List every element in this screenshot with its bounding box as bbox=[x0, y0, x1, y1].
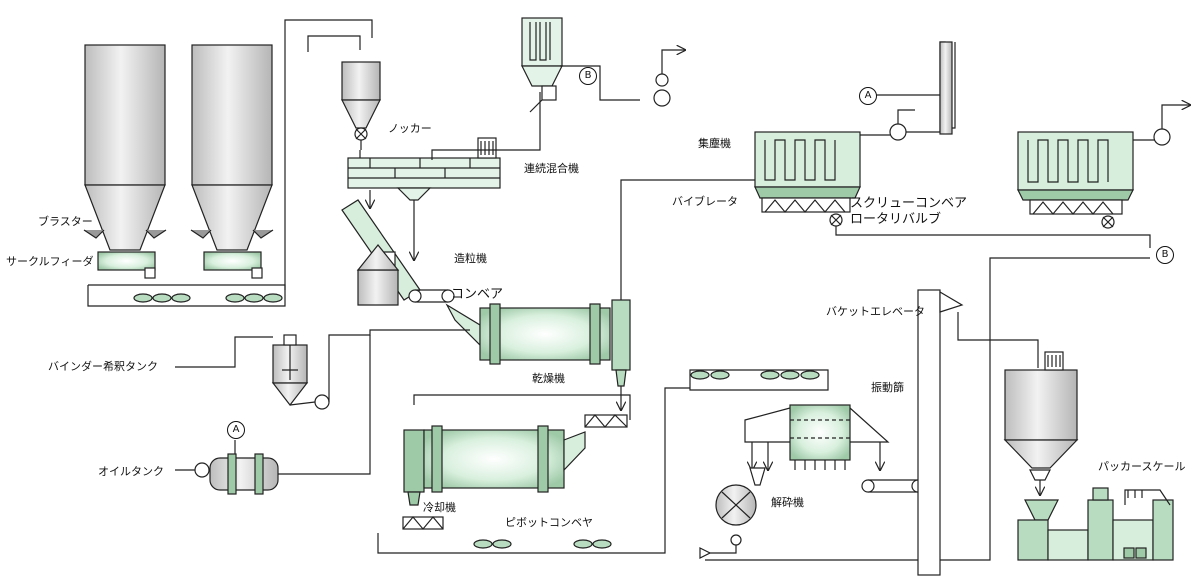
dust-collector-label: 集塵機 bbox=[698, 137, 731, 150]
pivot-conveyor bbox=[377, 369, 829, 554]
granulator-label: 造粒機 bbox=[454, 252, 487, 265]
dust-collector-2 bbox=[897, 105, 1190, 229]
crusher-label: 解砕機 bbox=[771, 496, 804, 509]
dust-collector-1 bbox=[754, 41, 1151, 248]
binder-tank-label: バインダー希釈タンク bbox=[48, 360, 158, 373]
silo-right bbox=[190, 44, 274, 279]
crusher bbox=[699, 257, 1150, 561]
bag-filter bbox=[521, 17, 685, 113]
conveyor-label: コンベア bbox=[451, 287, 504, 302]
hopper bbox=[307, 35, 381, 150]
bucket-elevator bbox=[917, 289, 1039, 576]
packer-hopper bbox=[1003, 351, 1079, 495]
continuous-mixer bbox=[347, 92, 541, 201]
vibrator-label: バイブレータ bbox=[672, 195, 738, 208]
pivot-conveyor-label: ピボットコンベヤ bbox=[505, 516, 593, 529]
oil-tank-label: オイルタンク bbox=[98, 465, 164, 478]
marker-b-right: B bbox=[1156, 246, 1174, 264]
silo-left bbox=[83, 44, 167, 279]
marker-a-lower: A bbox=[227, 421, 245, 439]
dryer bbox=[445, 170, 841, 410]
vibrating-screen-label: 振動篩 bbox=[871, 381, 904, 394]
bucket-elevator-label: バケットエレベータ bbox=[826, 305, 925, 318]
continuous-mixer-label: 連続混合機 bbox=[524, 162, 579, 175]
oil-tank bbox=[175, 335, 371, 495]
packer-scale-label: パッカースケール bbox=[1098, 460, 1186, 473]
marker-a-upper: A bbox=[859, 87, 877, 105]
silo-belt-conveyor bbox=[87, 19, 373, 307]
granulator bbox=[341, 190, 421, 306]
marker-b-upper: B bbox=[579, 67, 597, 85]
knocker-label: ノッカー bbox=[388, 122, 432, 135]
dryer-label: 乾燥機 bbox=[532, 372, 565, 385]
blaster-label: ブラスター bbox=[38, 215, 93, 228]
vibrating-screen bbox=[744, 404, 925, 493]
rotary-valve-label: ロータリバルブ bbox=[850, 212, 942, 227]
cooler-label: 冷却機 bbox=[423, 501, 456, 514]
circle-feeder-label: サークルフィーダ bbox=[6, 255, 94, 268]
binder-tank bbox=[175, 329, 470, 410]
cooler bbox=[402, 394, 631, 530]
screw-conveyor-label: スクリューコンベア bbox=[850, 196, 968, 211]
conveyor bbox=[408, 289, 455, 303]
packer-scale bbox=[1017, 487, 1174, 561]
